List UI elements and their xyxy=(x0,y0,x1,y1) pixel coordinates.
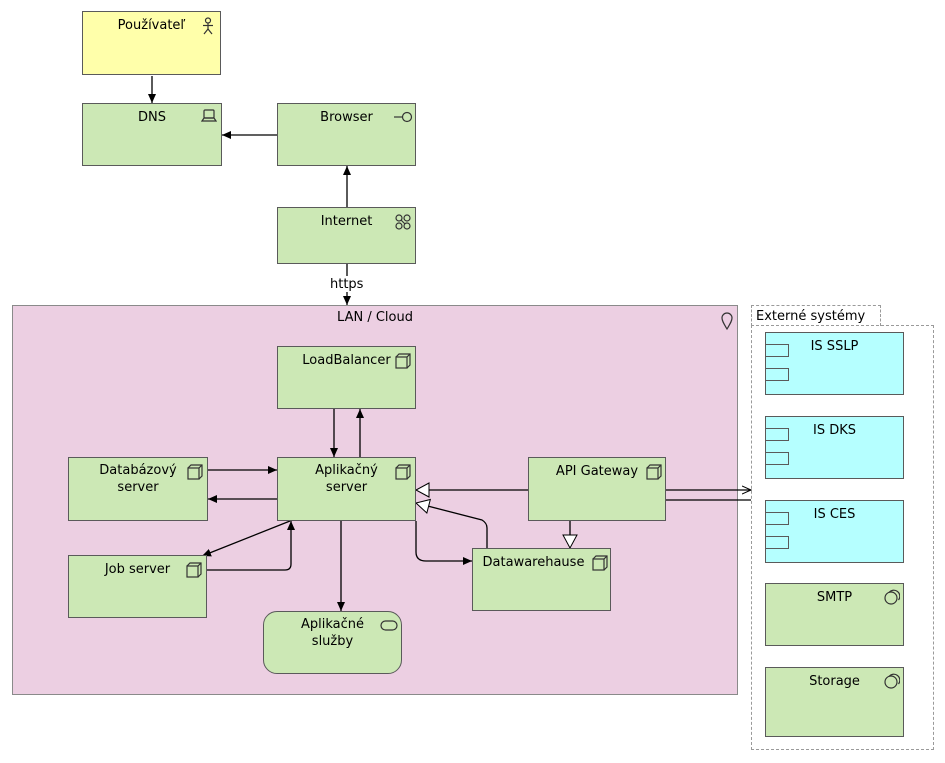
edge-dwh-app xyxy=(414,498,488,548)
browser-label: Browser xyxy=(320,110,373,125)
aplikacne-sluzby-label: Aplikačné služby xyxy=(300,617,365,649)
node-icon xyxy=(395,464,411,480)
storage-node[interactable]: Storage xyxy=(765,667,904,737)
edge-app-job xyxy=(201,520,291,557)
job-server-node[interactable]: Job server xyxy=(68,555,207,618)
datawarehause-label: Datawarehause xyxy=(482,555,585,570)
externe-systemy-group[interactable] xyxy=(751,325,934,750)
edge-job-app xyxy=(207,521,295,571)
smtp-label: SMTP xyxy=(816,590,853,605)
system-software-icon xyxy=(884,589,900,605)
datawarehause-node[interactable]: Datawarehause xyxy=(472,548,611,611)
node-icon xyxy=(186,562,202,578)
component-icon xyxy=(765,417,791,480)
actor-icon xyxy=(203,17,213,35)
is-dks-node[interactable]: IS DKS xyxy=(765,416,904,479)
browser-node[interactable]: Browser xyxy=(277,103,416,166)
network-icon xyxy=(395,214,411,230)
is-sslp-node[interactable]: IS SSLP xyxy=(765,332,904,395)
is-ces-label: IS CES xyxy=(813,507,856,522)
job-server-label: Job server xyxy=(104,562,171,577)
node-icon xyxy=(646,464,662,480)
databazovy-server-node[interactable]: Databázový server xyxy=(68,457,208,521)
lan-cloud-title: LAN / Cloud xyxy=(337,310,413,325)
interface-icon xyxy=(394,111,413,123)
internet-node[interactable]: Internet xyxy=(277,207,416,264)
api-gateway-label: API Gateway xyxy=(555,464,639,479)
is-sslp-label: IS SSLP xyxy=(810,339,859,354)
component-icon xyxy=(765,333,791,396)
externe-systemy-title: Externé systémy xyxy=(756,309,866,324)
aplikacny-server-node[interactable]: Aplikačný server xyxy=(277,457,416,521)
aplikacne-sluzby-node[interactable]: Aplikačné služby xyxy=(263,611,402,674)
api-gateway-node[interactable]: API Gateway xyxy=(528,457,666,521)
loadbalancer-label: LoadBalancer xyxy=(302,353,391,368)
edge-app-dwh xyxy=(415,521,472,565)
component-icon xyxy=(765,501,791,564)
loadbalancer-node[interactable]: LoadBalancer xyxy=(277,346,416,409)
aplikacny-server-label: Aplikačný server xyxy=(315,463,378,495)
service-icon xyxy=(380,620,398,631)
smtp-node[interactable]: SMTP xyxy=(765,583,904,646)
edge-label-https: https xyxy=(330,277,364,292)
dns-label: DNS xyxy=(138,110,166,125)
node-icon xyxy=(592,555,608,571)
pouzivatel-node[interactable]: Používateľ xyxy=(82,11,221,75)
storage-label: Storage xyxy=(809,674,860,689)
device-icon xyxy=(201,109,217,122)
system-software-icon xyxy=(884,673,900,689)
dns-node[interactable]: DNS xyxy=(82,103,222,166)
is-ces-node[interactable]: IS CES xyxy=(765,500,904,563)
node-icon xyxy=(187,464,203,480)
pouzivatel-label: Používateľ xyxy=(117,18,186,33)
externe-systemy-tab: Externé systémy xyxy=(751,305,881,326)
location-icon xyxy=(721,312,733,331)
databazovy-server-label: Databázový server xyxy=(99,463,177,495)
is-dks-label: IS DKS xyxy=(812,423,856,438)
internet-label: Internet xyxy=(320,214,373,229)
node-icon xyxy=(395,353,411,369)
